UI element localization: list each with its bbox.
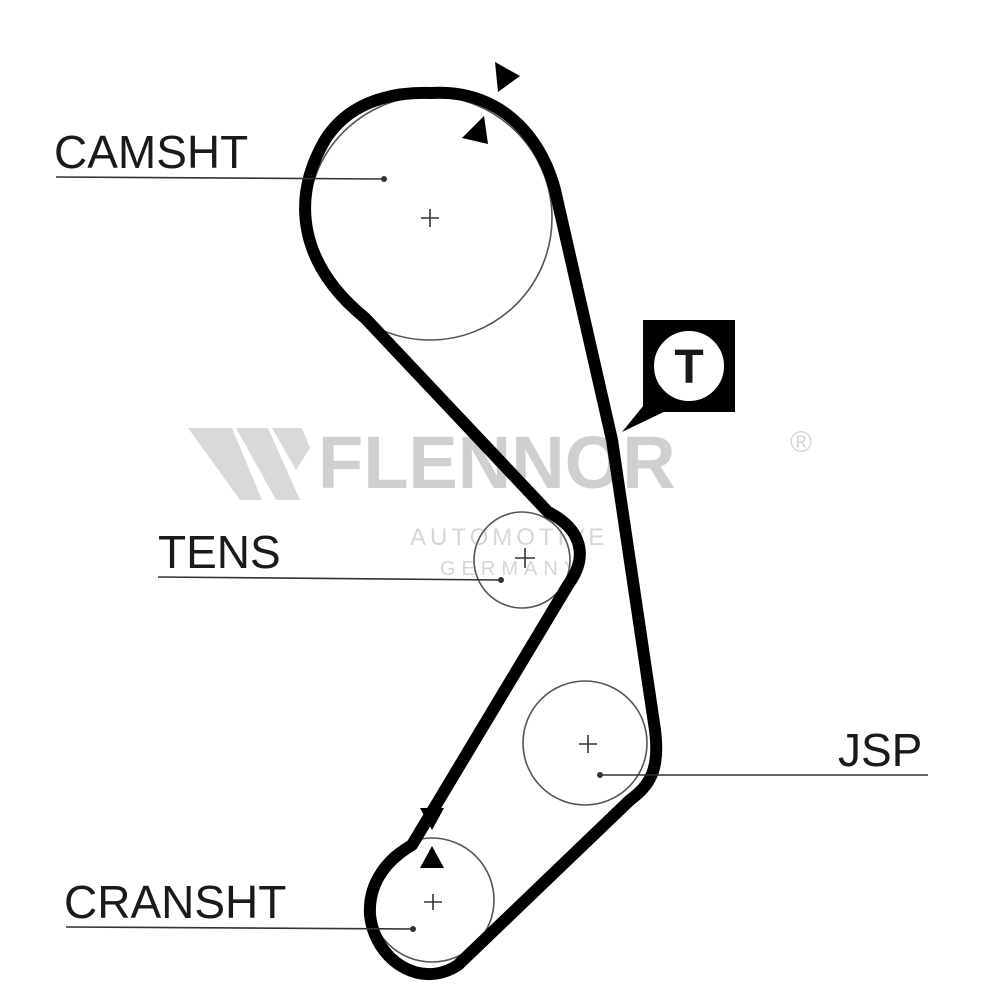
watermark-logo-icon: [188, 428, 310, 500]
crankshaft-timing-mark-icon: [420, 846, 444, 868]
camshaft-timing-mark-icon: [495, 62, 520, 92]
tension-marker-pointer: [622, 400, 672, 432]
camshaft-leader-line: [55, 176, 385, 180]
jackshaft-label: JSP: [838, 724, 922, 776]
crankshaft-label: CRANSHT: [64, 876, 286, 928]
watermark-line2: GERMANY: [440, 558, 583, 580]
timing-belt: [299, 86, 663, 981]
tension-marker: T: [622, 320, 735, 432]
tensioner-leader-dot: [498, 577, 504, 583]
tensioner-pulley: [473, 511, 571, 609]
tensioner-leader-line: [157, 576, 502, 581]
watermark-registered: ®: [790, 426, 812, 459]
jackshaft-leader-dot: [597, 772, 603, 778]
watermark: FLENNOR ® AUTOMOTIVE GERMANY: [188, 421, 812, 580]
crankshaft-center-mark: [424, 894, 442, 910]
camshaft-label: CAMSHT: [54, 126, 248, 178]
jackshaft-center-mark: [579, 735, 597, 753]
crankshaft-leader-dot: [410, 926, 416, 932]
tension-marker-letter: T: [674, 341, 703, 394]
tensioner-center-mark: [515, 548, 535, 568]
camshaft-timing-mark-icon: [462, 116, 488, 144]
crankshaft-timing-mark-icon: [420, 808, 444, 830]
tension-marker-circle: [650, 327, 728, 405]
crankshaft-leader-line: [65, 926, 414, 930]
camshaft-center-mark: [421, 209, 439, 227]
jackshaft-pulley: [522, 680, 648, 806]
tensioner-label: TENS: [158, 526, 281, 578]
camshaft-leader-dot: [381, 176, 387, 182]
